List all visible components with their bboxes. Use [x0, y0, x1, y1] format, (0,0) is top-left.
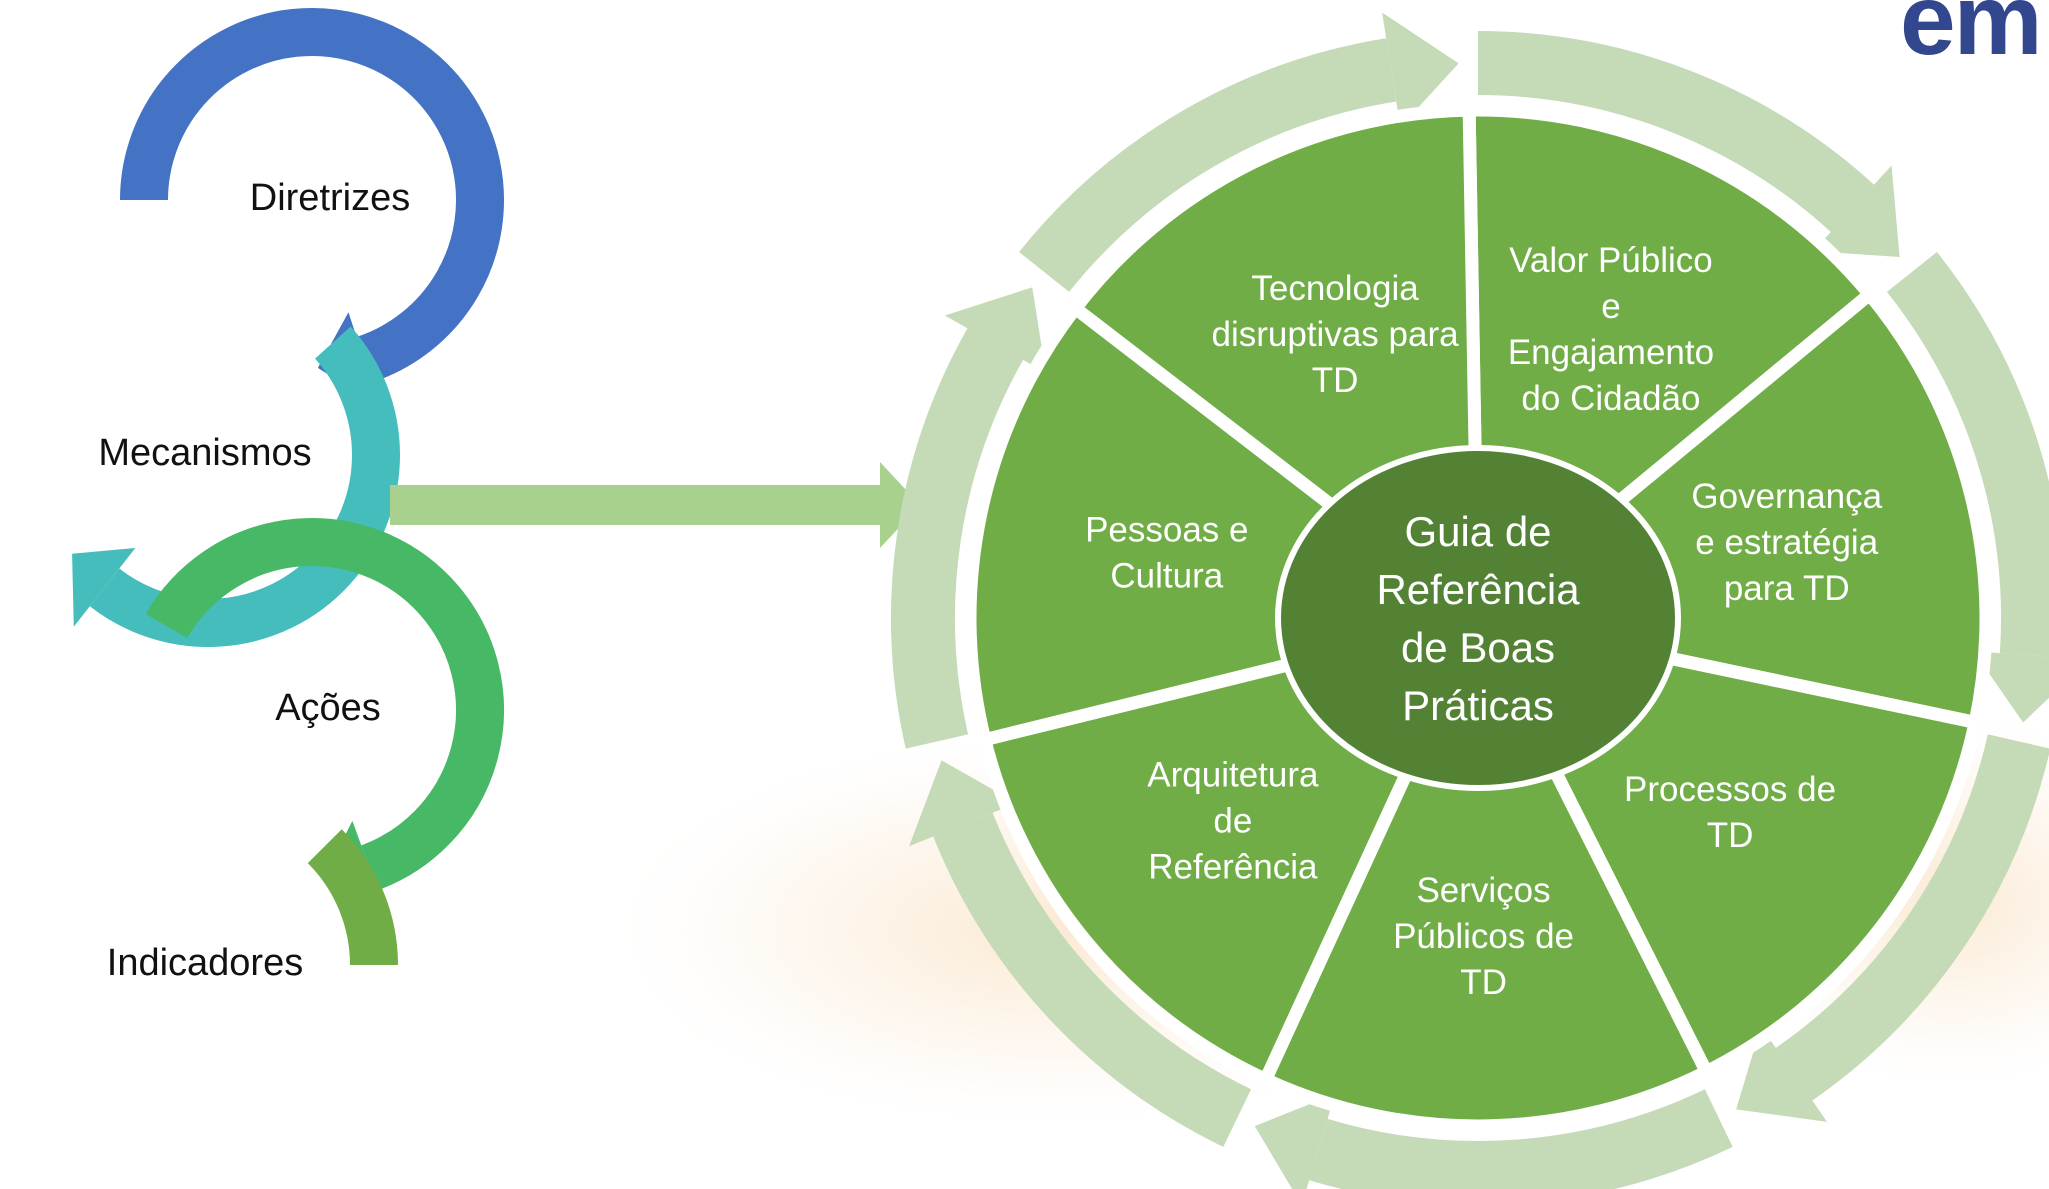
center-label-line: de Boas: [1401, 624, 1555, 671]
segment-label-line: Processos de: [1624, 770, 1836, 809]
segment-label-line: Arquitetura: [1147, 756, 1319, 795]
segment-label-line: Engajamento: [1508, 333, 1714, 372]
cycle-arc: [307, 829, 398, 966]
outer-ring: [891, 12, 2049, 1189]
ring-arrowhead: [1382, 12, 1459, 128]
cycle-label: Indicadores: [107, 942, 303, 984]
segment-label-3: Processos de TD: [1624, 770, 1836, 855]
ring-arrowhead: [1813, 165, 1900, 258]
cycle-arc: [145, 518, 504, 891]
segment-label-line: Valor Público: [1509, 241, 1713, 280]
segment-label-line: e estratégia: [1695, 523, 1878, 562]
ring-arrowhead: [944, 287, 1046, 373]
center-hub: [1275, 445, 1681, 791]
ring-arc: [1019, 38, 1397, 293]
cycle-label: Mecanismos: [98, 432, 311, 474]
connector-shape: [390, 462, 920, 548]
cycle-arrowhead: [72, 547, 136, 627]
segment-label-2: Governança e estratégia para TD: [1691, 477, 1882, 608]
segment-label-line: Governança: [1691, 477, 1882, 516]
brand-logo: em: [1900, 0, 2043, 76]
segment-label-line: Pessoas e: [1085, 511, 1248, 550]
ring-arrowhead: [909, 760, 1017, 847]
segment-label-line: de: [1213, 802, 1252, 841]
ring-arrowhead: [1973, 651, 2049, 723]
segment-label-line: Cultura: [1110, 557, 1223, 596]
segment-label-line: do Cidadão: [1521, 379, 1700, 418]
segment-label-line: disruptivas para: [1212, 315, 1460, 354]
cycle-label: Diretrizes: [250, 177, 410, 219]
ring-arrowhead: [1736, 1026, 1828, 1122]
ring-arc: [1309, 1089, 1733, 1189]
segment-label-line: e: [1601, 287, 1620, 326]
ring-arc: [1477, 31, 1875, 233]
segment-label-line: Tecnologia: [1251, 269, 1419, 308]
ring-arc: [1886, 252, 2049, 657]
cycle-label: Ações: [275, 687, 381, 729]
cycle-step-1: Diretrizes: [120, 8, 504, 408]
ring-arc: [933, 812, 1252, 1147]
connector-arrow: [390, 462, 920, 548]
segment-label-line: Serviços: [1416, 871, 1550, 910]
ring-arrowhead: [1254, 1094, 1336, 1189]
segment-label-line: TD: [1312, 361, 1359, 400]
segment-label-line: TD: [1460, 963, 1507, 1002]
ring-arc: [1775, 734, 2049, 1101]
cycle-step-4: Indicadores: [107, 829, 398, 984]
cycle-arc: [120, 8, 504, 383]
center-label-line: Práticas: [1402, 682, 1554, 729]
segment-label-line: Públicos de: [1393, 917, 1574, 956]
segment-label-line: Referência: [1148, 848, 1318, 887]
ring-arc: [891, 328, 1024, 749]
segment-label-6: Pessoas e Cultura: [1085, 511, 1248, 596]
center-label-line: Guia de: [1404, 508, 1551, 555]
center-label-line: Referência: [1376, 566, 1580, 613]
segment-label-line: para TD: [1724, 569, 1850, 608]
segment-label-line: TD: [1707, 816, 1754, 855]
